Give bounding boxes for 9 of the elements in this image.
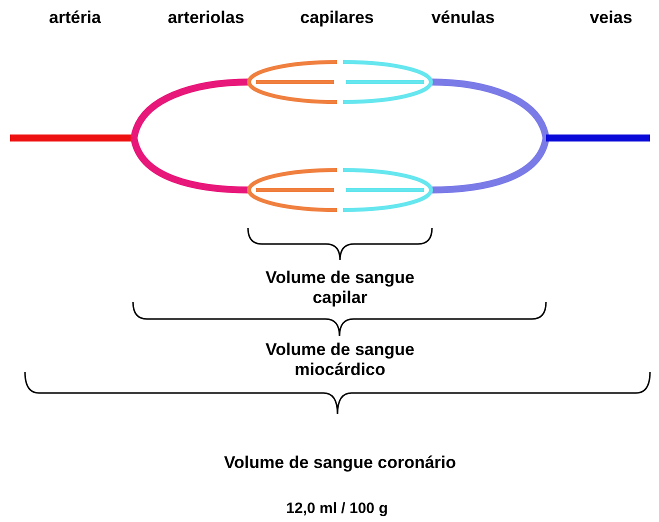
vessel-label: vénulas bbox=[431, 8, 495, 28]
volume-label: Volume de sangue capilar bbox=[264, 268, 416, 309]
volume-label: Volume de sangue coronário bbox=[224, 453, 456, 474]
value-text: 12,0 ml / 100 g bbox=[286, 500, 388, 518]
vessel-label: artéria bbox=[49, 8, 101, 28]
vessel-label: arteriolas bbox=[168, 8, 244, 28]
vessel-label: veias bbox=[590, 8, 632, 28]
volume-label: Volume de sangue miocárdico bbox=[264, 340, 416, 381]
vessel-label: capilares bbox=[300, 8, 374, 28]
